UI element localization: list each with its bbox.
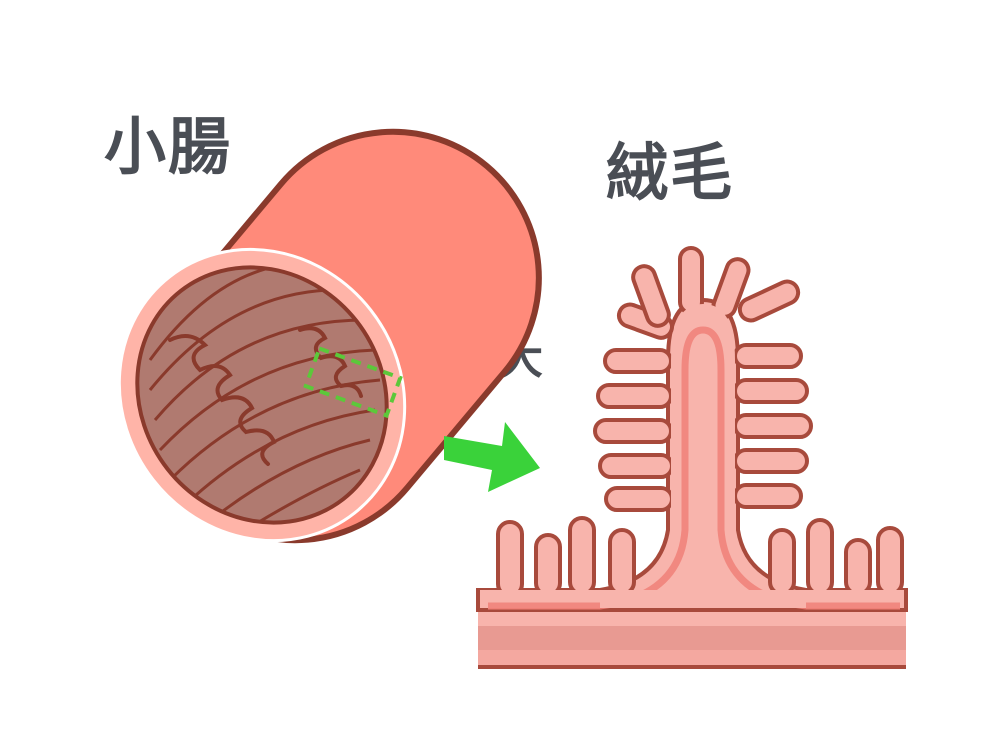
capillary-loop <box>488 326 900 610</box>
small-villi-right <box>768 518 904 596</box>
small-intestine-tube <box>117 128 542 544</box>
right-arrow-icon <box>444 422 540 492</box>
villus-fingers-right <box>711 257 813 509</box>
villus-label: 絨毛 <box>606 136 735 209</box>
zoom-box <box>303 345 403 419</box>
small-intestine-label: 小腸 <box>104 110 233 183</box>
lumen-wavy-edge-right <box>298 326 363 398</box>
lumen-wavy-edge <box>168 334 277 466</box>
villus-diagram <box>476 246 908 669</box>
tissue-band-3 <box>478 650 906 666</box>
villus-fingers-left <box>593 246 704 512</box>
tissue-band-2 <box>478 626 906 650</box>
small-villi-left <box>496 516 636 598</box>
